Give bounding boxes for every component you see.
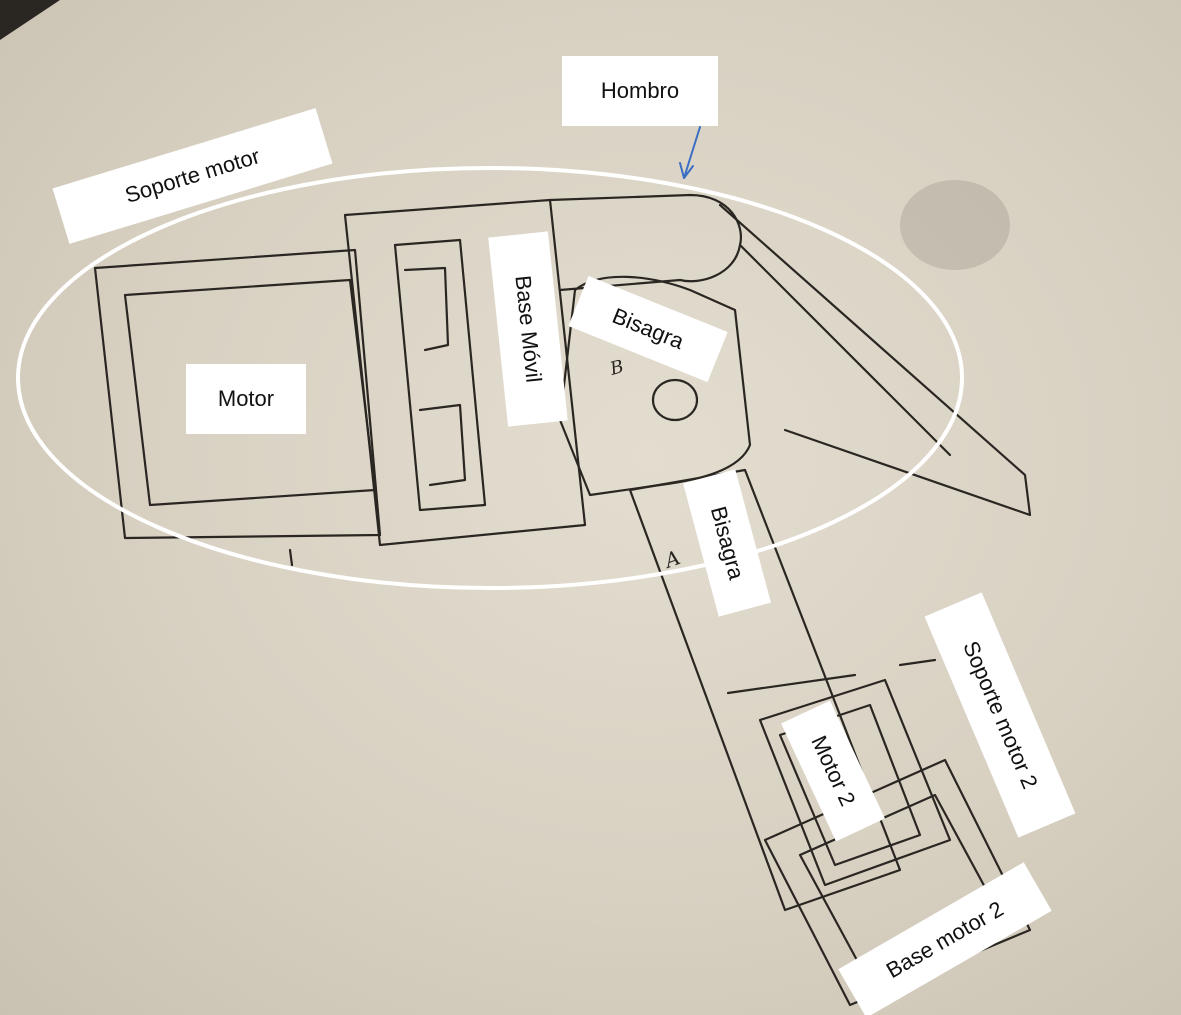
mark-b: B	[607, 356, 626, 380]
shoulder-link-lower	[738, 243, 952, 457]
paper-smudge	[900, 180, 1010, 270]
base-movil-plate	[343, 198, 587, 547]
pencil-tick-2	[898, 658, 937, 667]
label-hombro: Hombro	[562, 56, 718, 126]
bisagra-b-hole	[651, 378, 699, 422]
base-movil-slot-detail	[403, 266, 467, 487]
motor-2-inner	[778, 703, 922, 867]
base-movil-slot	[393, 238, 487, 512]
dark-corner	[0, 0, 60, 40]
hombro-arrow	[679, 126, 701, 179]
motor-2-housing	[758, 678, 952, 887]
shoulder-bracket	[548, 193, 742, 292]
lower-arm-divider	[726, 673, 857, 695]
lower-arm	[628, 468, 902, 912]
label-motor: Motor	[186, 364, 306, 434]
base-motor-2-outer	[763, 758, 1032, 1007]
shoulder-highlight-ellipse	[16, 166, 964, 590]
shoulder-link-upper	[718, 203, 1032, 517]
pencil-tick-1	[288, 548, 294, 567]
